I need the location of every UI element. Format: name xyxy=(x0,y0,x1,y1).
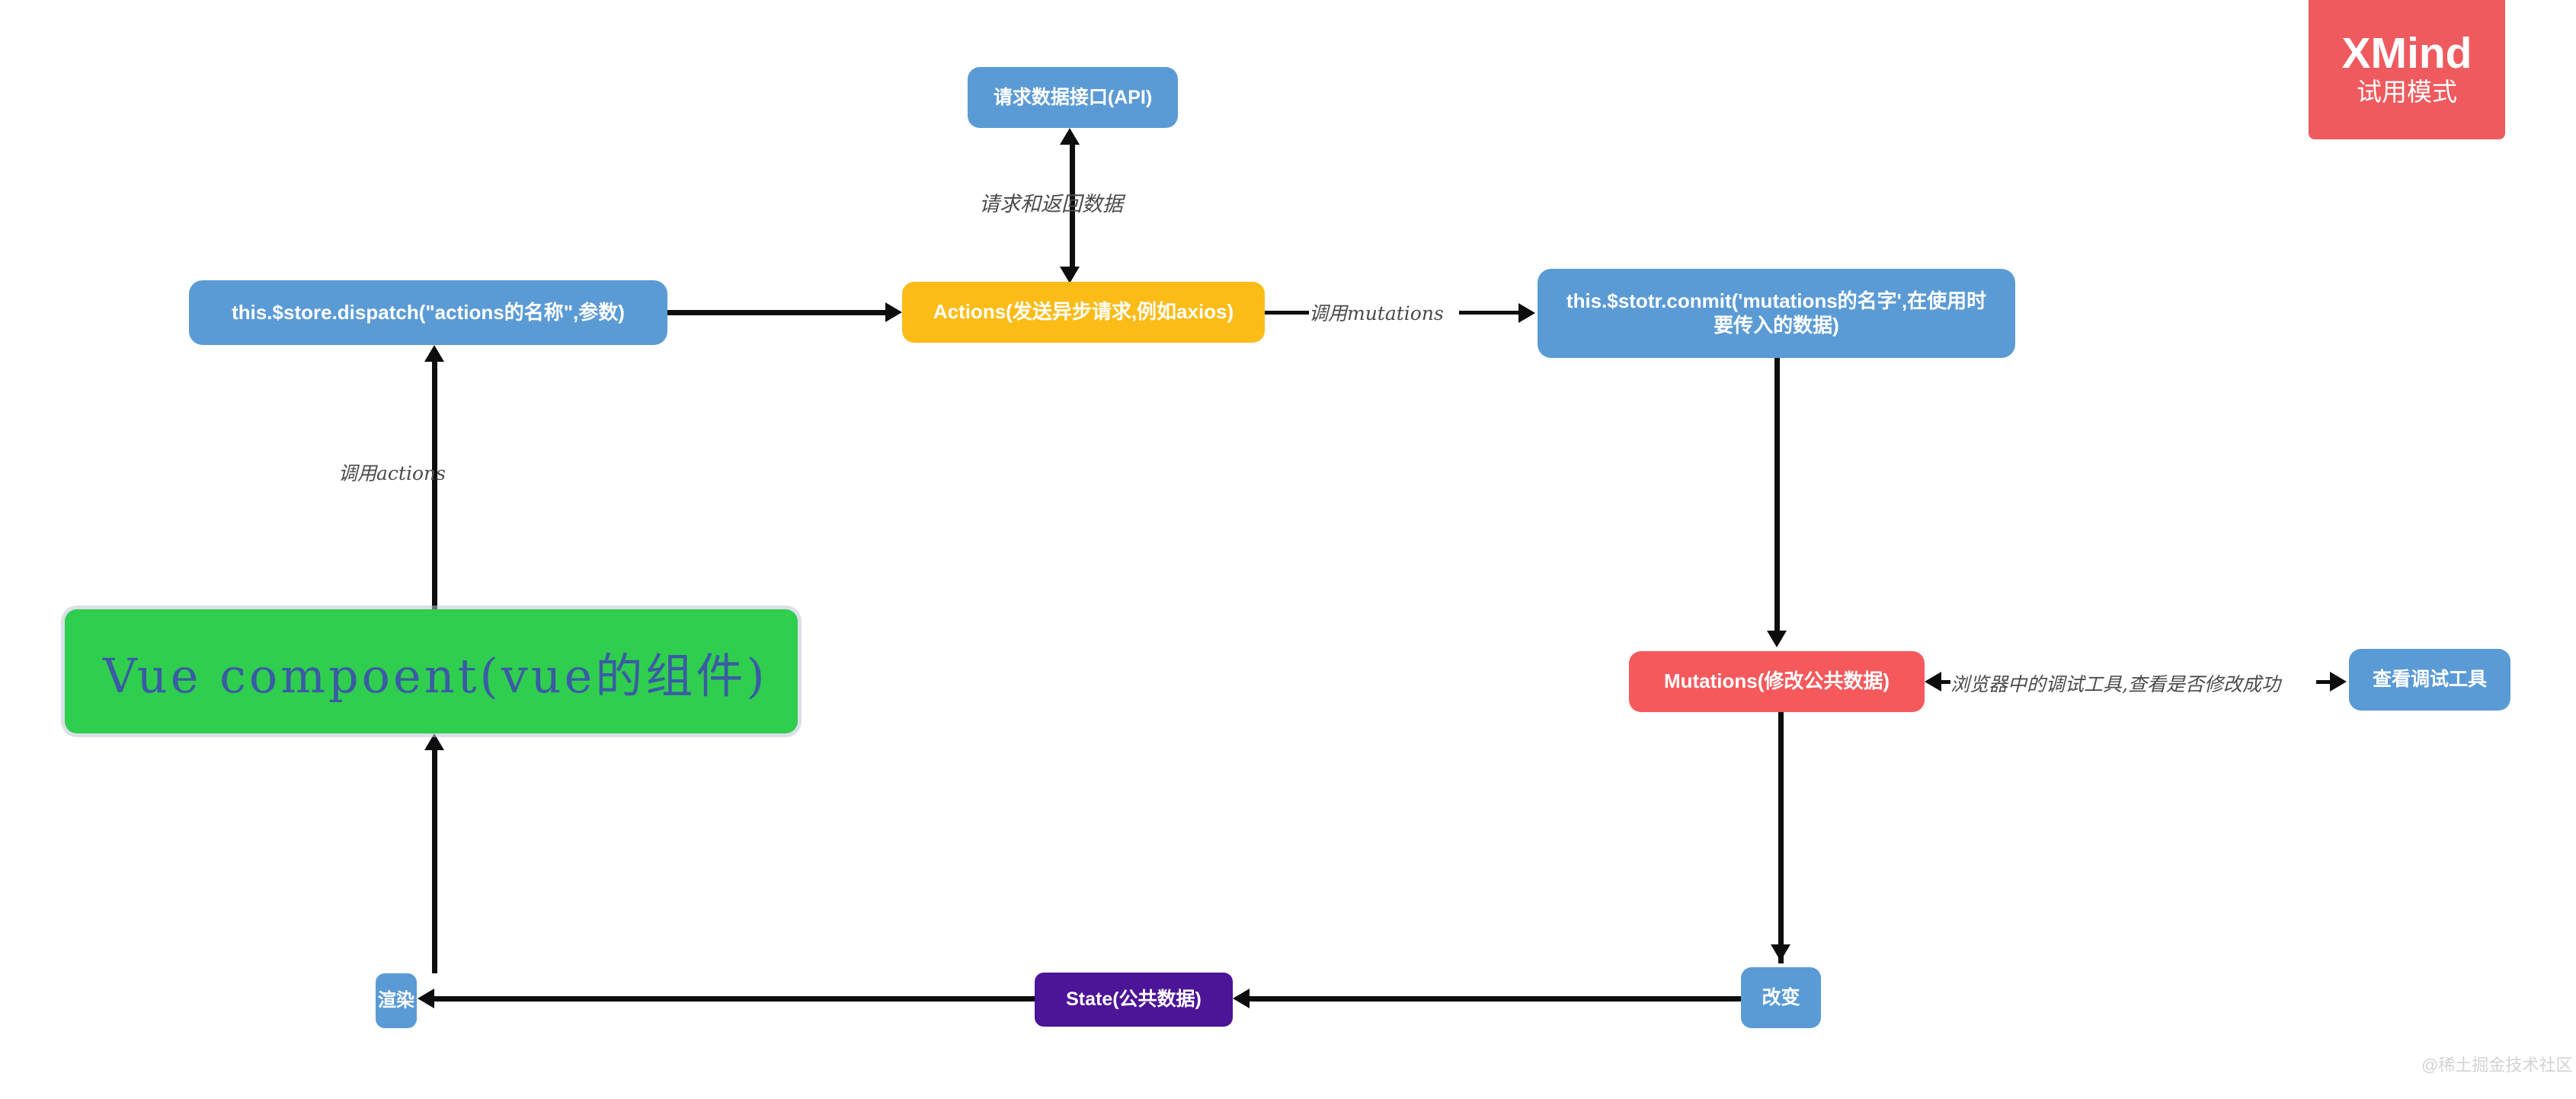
node-request-api[interactable]: 请求数据接口(API) xyxy=(968,67,1178,128)
edge-actions-commit-arrowhead xyxy=(1518,303,1535,323)
edge-mutations-change-line xyxy=(1778,712,1784,963)
edge-label-call-mutations: 调用mutations xyxy=(1309,302,1444,324)
edge-actions-commit-line-right xyxy=(1459,311,1520,315)
edge-actions-commit-line-left xyxy=(1265,311,1309,315)
node-actions[interactable]: Actions(发送异步请求,例如axios) xyxy=(902,282,1265,343)
edge-dispatch-actions-line xyxy=(667,310,888,315)
node-request-api-label: 请求数据接口(API) xyxy=(993,86,1153,108)
edge-change-state-line xyxy=(1250,996,1743,1002)
node-actions-label: Actions(发送异步请求,例如axios) xyxy=(933,300,1234,324)
edge-render-vue-arrowhead xyxy=(424,733,444,750)
node-view-devtool-label: 查看调试工具 xyxy=(2372,669,2487,691)
node-state[interactable]: State(公共数据) xyxy=(1035,973,1233,1027)
node-change[interactable]: 改变 xyxy=(1741,967,1821,1028)
edge-render-vue-line xyxy=(432,750,437,973)
node-view-devtool[interactable]: 查看调试工具 xyxy=(2349,649,2510,711)
edge-actions-api-arrowhead-down xyxy=(1060,267,1080,283)
watermark: @稀土掘金技术社区 xyxy=(2421,1056,2573,1075)
edge-state-render-arrowhead xyxy=(418,989,434,1008)
node-vue-component-label: Vue compoent(vue的组件) xyxy=(103,647,768,704)
node-store-dispatch-label: this.$store.dispatch("actions的名称",参数) xyxy=(232,300,625,324)
edge-mutations-devtool-arrowhead-left xyxy=(1925,672,1941,692)
node-store-commit-label: this.$stotr.conmit('mutations的名字',在使用时要传… xyxy=(1566,289,1987,337)
xmind-badge-subtitle: 试用模式 xyxy=(2357,78,2457,107)
edge-dispatch-actions-arrowhead xyxy=(885,302,902,322)
edge-actions-api-line xyxy=(1070,142,1075,270)
edge-label-request-return: 请求和返回数据 xyxy=(979,193,1123,216)
xmind-trial-badge: XMind 试用模式 xyxy=(2309,0,2505,139)
node-mutations[interactable]: Mutations(修改公共数据) xyxy=(1629,651,1925,712)
edge-vue-dispatch-line xyxy=(432,362,437,609)
node-mutations-label: Mutations(修改公共数据) xyxy=(1663,669,1890,693)
edge-mutations-devtool-line-right xyxy=(2316,680,2330,684)
edge-change-state-arrowhead xyxy=(1233,989,1250,1008)
edge-actions-api-arrowhead-up xyxy=(1060,128,1080,145)
node-state-label: State(公共数据) xyxy=(1066,989,1202,1011)
edge-state-render-line xyxy=(434,996,1035,1002)
edge-mutations-change-arrowhead xyxy=(1771,944,1790,961)
edge-commit-mutations-line xyxy=(1774,358,1780,634)
node-store-commit[interactable]: this.$stotr.conmit('mutations的名字',在使用时要传… xyxy=(1538,269,2015,358)
xmind-badge-title: XMind xyxy=(2341,29,2472,78)
edge-label-call-actions: 调用actions xyxy=(338,462,446,484)
edge-commit-mutations-arrowhead xyxy=(1767,631,1787,647)
edge-vue-dispatch-arrowhead xyxy=(424,345,444,362)
node-render[interactable]: 渲染 xyxy=(376,973,417,1028)
node-render-label: 渲染 xyxy=(378,990,414,1011)
node-change-label: 改变 xyxy=(1762,986,1800,1008)
edge-mutations-devtool-arrowhead-right xyxy=(2330,672,2347,692)
edge-label-devtool-note: 浏览器中的调试工具,查看是否修改成功 xyxy=(1950,673,2280,695)
node-vue-component[interactable]: Vue compoent(vue的组件) xyxy=(65,609,798,733)
node-store-dispatch[interactable]: this.$store.dispatch("actions的名称",参数) xyxy=(189,280,667,345)
edge-mutations-devtool-line-left xyxy=(1941,680,1950,684)
